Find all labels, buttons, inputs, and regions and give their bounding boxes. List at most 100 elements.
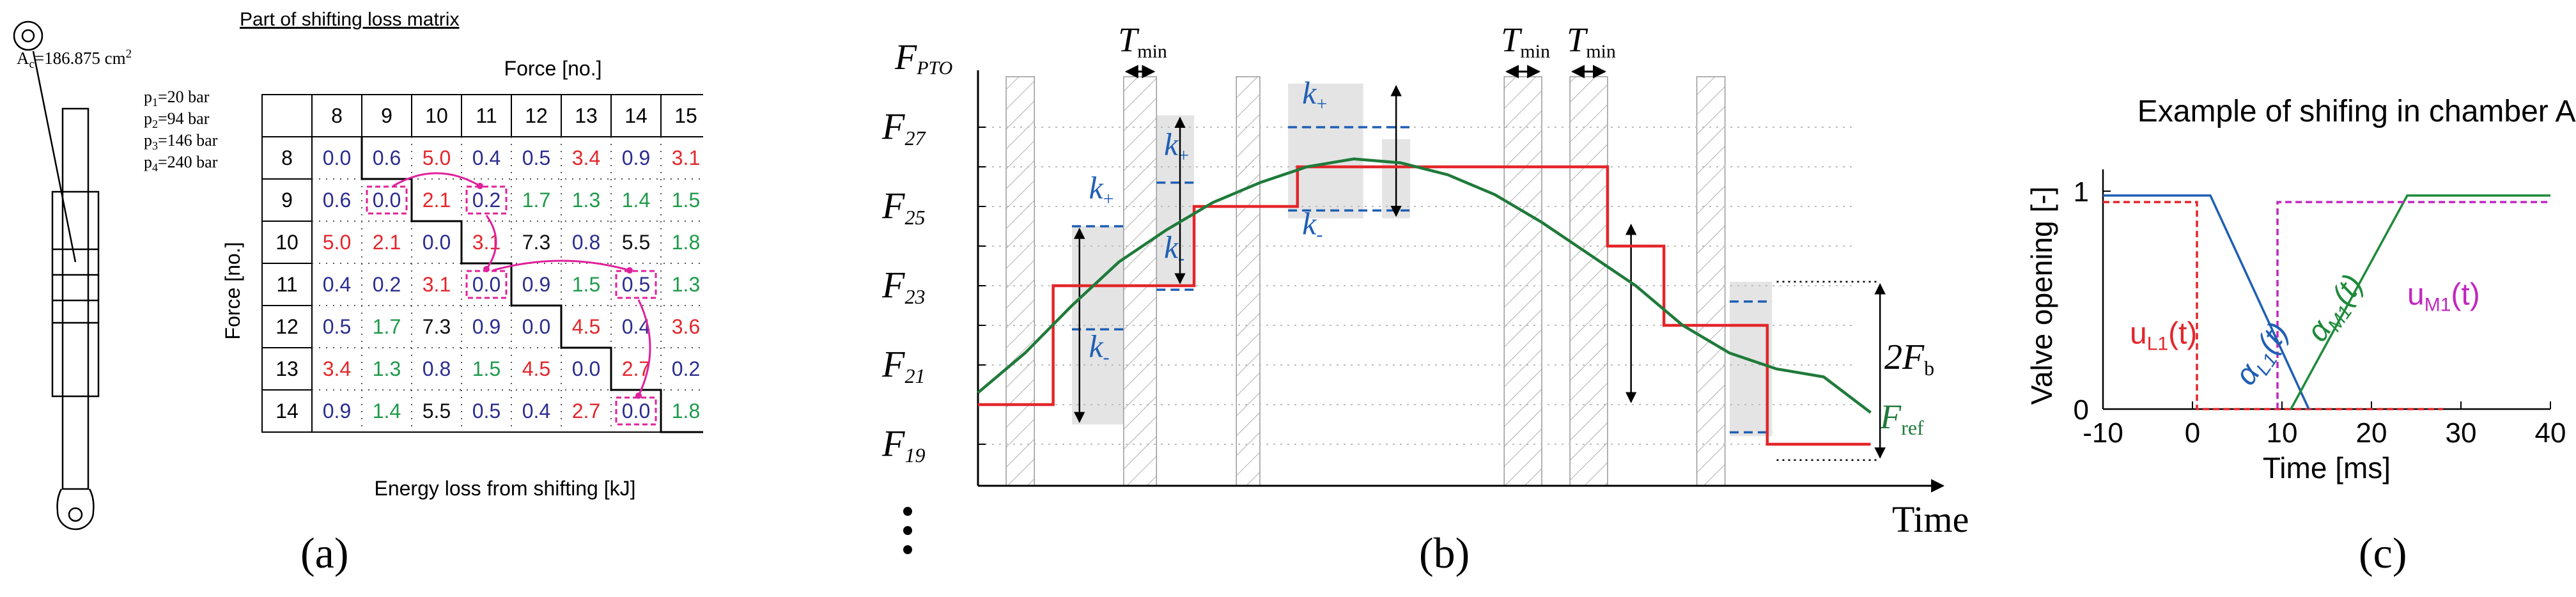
row-header: 8 [281,146,293,169]
y-tick-label: 1 [2074,176,2089,208]
ellipsis-dot [903,545,912,554]
path-arrow-arc [485,215,497,270]
matrix-cell: 7.3 [522,231,550,254]
row-header: 14 [275,399,299,423]
pressure-4: p4=240 bar [144,153,218,174]
series-label: uL1(t) [2130,317,2197,355]
k-region [1288,83,1363,219]
row-header: 10 [275,231,299,254]
matrix-cell: 1.4 [622,189,650,212]
x-tick-label: 40 [2535,417,2566,449]
tmin-3-label: Tmin [1567,20,1616,62]
matrix-cell: 0.0 [423,231,451,254]
y-axis-label: Valve opening [-] [2025,187,2058,405]
matrix-cell: 1.7 [373,315,401,338]
rod-eye-hole [68,507,83,522]
path-arrow-arc [637,299,651,396]
x-axis-label: Time [1892,499,1969,540]
series-αL1 [2103,194,2310,410]
matrix-cell: 3.4 [572,146,600,169]
path-arrow-head [626,267,633,274]
port-circle-inner [21,29,35,43]
matrix-cell: 1.8 [672,399,700,423]
row-header: 11 [276,273,297,296]
blocking-window [1696,76,1726,486]
k-label: k- [1302,205,1323,245]
k-label: k+ [1089,170,1113,210]
series-label: αL1(t) [2229,316,2299,394]
matrix-cell: 4.5 [522,357,550,380]
matrix-cell: 0.9 [472,315,500,338]
x-tick-label: 20 [2356,417,2387,449]
col-header: 15 [674,104,697,127]
caption-b: (b) [1419,529,1470,577]
x-axis-label: Time [ms] [2263,451,2391,485]
area-label: Ac=186.875 cm2 [17,47,132,71]
matrix-cell: 5.5 [622,231,650,254]
level-label: F27 [881,105,926,150]
matrix-cell: 5.5 [423,399,451,423]
col-header: 9 [381,104,392,127]
matrix-cell: 0.5 [323,315,351,338]
level-label: F19 [881,423,925,467]
matrix-cell: 0.9 [323,399,351,423]
loss-matrix: 89101112131415168910111213140.00.65.00.4… [261,94,761,433]
blocking-window [1569,76,1608,486]
col-header: 10 [425,104,448,127]
matrix-cell: 0.0 [323,146,351,169]
rod-eye [56,488,95,531]
matrix-cell: 0.0 [622,399,650,423]
path-arrow-head [477,183,483,189]
x-tick-label: -10 [2083,417,2123,449]
col-header: 14 [625,104,648,127]
row-header: 9 [281,189,293,212]
k-label: k- [1089,329,1109,368]
matrix-cell: 3.6 [672,315,700,338]
ellipsis-dot [903,526,912,535]
blocking-window [1503,76,1542,486]
col-header: 8 [331,104,343,127]
band-label: 2Fb [1884,337,1934,380]
force-reference-curve [977,157,1872,414]
x-tick-label: 10 [2267,417,2298,449]
pressure-3: p3=146 bar [144,131,218,152]
matrix-cell: 0.2 [472,189,500,212]
matrix-cell: 0.6 [373,146,401,169]
y-tick-label: 0 [2074,394,2089,426]
x-tick-label: 0 [2185,417,2200,449]
matrix-cell: 0.9 [522,273,550,296]
blocking-window [1236,76,1261,486]
level-label: F21 [881,343,925,387]
blocking-window [1005,76,1035,486]
path-highlight-box [615,270,657,299]
bottom-label: Energy loss from shifting [kJ] [374,477,635,500]
path-arrow-head [483,266,490,272]
row-header: 12 [275,315,299,338]
matrix-cell: 2.1 [373,231,401,254]
matrix-cell: 0.9 [622,146,650,169]
matrix-cell: 0.5 [522,146,550,169]
pressure-1: p1=20 bar [144,88,210,109]
pressure-2: p2=94 bar [144,109,210,130]
path-highlight-box [465,185,508,215]
matrix-cell: 1.3 [572,189,600,212]
matrix-cell: 3.1 [423,273,451,296]
matrix-cell: 2.1 [423,189,451,212]
matrix-cell: 1.5 [672,189,700,212]
matrix-cell: 2.7 [572,399,600,423]
tmin-2-label: Tmin [1501,20,1550,62]
matrix-cell: 4.5 [572,315,600,338]
matrix-cell: 1.7 [522,189,550,212]
matrix-cell: 0.8 [572,231,600,254]
matrix-cell: 5.0 [323,231,351,254]
matrix-cell: 0.6 [323,189,351,212]
matrix-cell: 0.0 [522,315,550,338]
matrix-cell: 0.0 [572,357,600,380]
matrix-cell: 3.4 [323,357,351,380]
